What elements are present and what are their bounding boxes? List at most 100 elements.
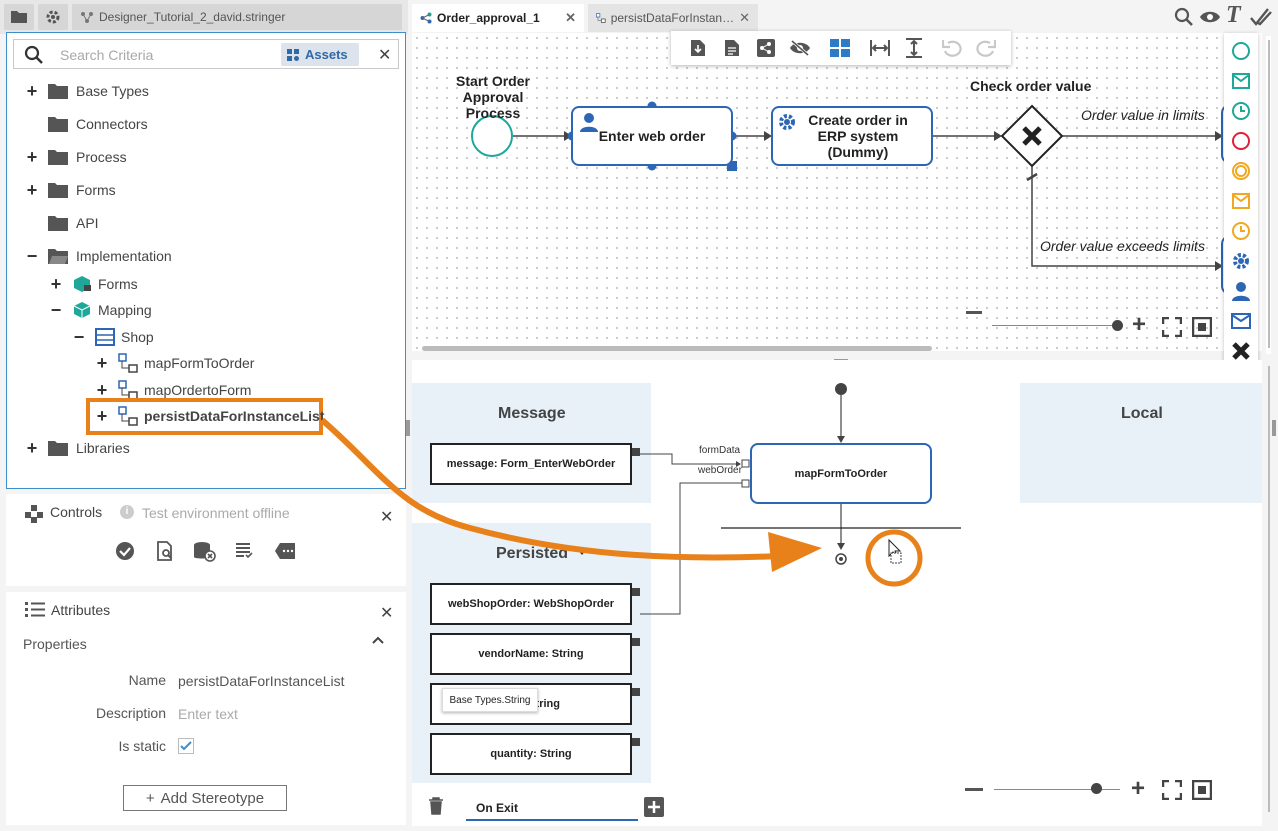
chevron-up-icon[interactable] bbox=[372, 636, 384, 644]
mapping-node-mapformtoorder[interactable]: mapFormToOrder bbox=[750, 443, 932, 504]
search-clear-icon[interactable]: ✕ bbox=[378, 47, 392, 64]
text-format-icon[interactable]: T bbox=[1226, 2, 1241, 28]
tab-on-exit[interactable]: On Exit bbox=[466, 797, 638, 821]
palette-end-event[interactable] bbox=[1230, 130, 1252, 152]
tree-item-persistdataforinstancelist[interactable]: + persistDataForInstanceList bbox=[96, 404, 325, 428]
persisted-field-webshoporder[interactable]: webShopOrder: WebShopOrder bbox=[430, 583, 640, 625]
palette-timer-start[interactable] bbox=[1230, 100, 1252, 122]
horizontal-scrollbar[interactable] bbox=[422, 346, 932, 351]
is-static-checkbox[interactable] bbox=[178, 738, 194, 754]
close-tab-icon[interactable]: ✕ bbox=[565, 10, 576, 25]
tab-persistdata[interactable]: persistDataForInstan… ✕ bbox=[588, 4, 758, 32]
distribute-horizontal-button[interactable] bbox=[863, 34, 897, 62]
expand-icon[interactable]: + bbox=[26, 438, 38, 458]
persisted-field-quantity[interactable]: quantity: String bbox=[430, 733, 640, 775]
tree-item-mapformtoorder[interactable]: + mapFormToOrder bbox=[96, 351, 254, 375]
expand-icon[interactable]: + bbox=[96, 406, 108, 426]
tree-item-api[interactable]: API bbox=[26, 211, 99, 235]
collapse-icon[interactable]: − bbox=[73, 327, 85, 347]
expand-icon[interactable]: + bbox=[96, 380, 108, 400]
expand-icon[interactable]: + bbox=[96, 353, 108, 373]
controls-close-icon[interactable]: ✕ bbox=[380, 509, 394, 526]
right-splitter-handle[interactable] bbox=[1272, 420, 1276, 436]
expand-icon[interactable]: + bbox=[26, 81, 38, 101]
search-input[interactable]: Search Criteria bbox=[60, 47, 154, 63]
mapping-zoom-out-icon[interactable] bbox=[965, 788, 983, 791]
add-tab-icon[interactable] bbox=[644, 797, 664, 817]
document-button[interactable] bbox=[715, 34, 749, 62]
log-icon[interactable] bbox=[234, 541, 254, 561]
palette-message-intermediate[interactable] bbox=[1230, 190, 1252, 212]
field-port[interactable] bbox=[632, 638, 640, 646]
assets-filter-button[interactable]: Assets bbox=[281, 43, 359, 66]
project-tab[interactable]: Designer_Tutorial_2_david.stringer bbox=[72, 4, 402, 30]
folder-button[interactable] bbox=[4, 4, 34, 30]
tree-item-mapping[interactable]: − Mapping bbox=[50, 298, 152, 322]
tree-item-implementation[interactable]: − Implementation bbox=[26, 244, 172, 268]
diagram-scroll-thumb[interactable] bbox=[1268, 40, 1270, 348]
attributes-close-icon[interactable]: ✕ bbox=[380, 605, 394, 622]
process-diagram[interactable]: Enter web order Create order in ERP syst… bbox=[412, 33, 1262, 351]
mapping-scroll-thumb[interactable] bbox=[1268, 366, 1270, 812]
add-stereotype-button[interactable]: + Add Stereotype bbox=[123, 785, 287, 811]
distribute-vertical-button[interactable] bbox=[897, 34, 931, 62]
tree-item-forms[interactable]: + Forms bbox=[26, 178, 116, 202]
zoom-search-icon[interactable] bbox=[1174, 7, 1194, 27]
tree-item-impl-forms[interactable]: + Forms bbox=[50, 272, 138, 296]
palette-exclusive-gateway[interactable] bbox=[1230, 340, 1252, 362]
mapping-zoom-thumb[interactable] bbox=[1091, 783, 1102, 794]
mapping-zoom-track[interactable] bbox=[994, 789, 1120, 790]
validate-icon[interactable] bbox=[114, 540, 136, 562]
left-splitter-handle[interactable] bbox=[406, 420, 410, 436]
tag-icon[interactable] bbox=[274, 542, 296, 560]
collapse-icon[interactable]: − bbox=[26, 246, 38, 266]
palette-timer-intermediate[interactable] bbox=[1230, 220, 1252, 242]
palette-intermediate-event[interactable] bbox=[1230, 160, 1252, 182]
expand-icon[interactable]: + bbox=[50, 274, 62, 294]
mapping-zoom-in-icon[interactable]: + bbox=[1131, 775, 1146, 802]
tree-item-shop[interactable]: − Shop bbox=[73, 325, 154, 349]
collapse-icon[interactable]: − bbox=[50, 300, 62, 320]
palette-user-task[interactable] bbox=[1230, 280, 1252, 302]
tree-item-process[interactable]: + Process bbox=[26, 145, 127, 169]
trash-icon[interactable] bbox=[428, 797, 444, 815]
tree-item-connectors[interactable]: Connectors bbox=[26, 112, 148, 136]
palette-message-start[interactable] bbox=[1230, 70, 1252, 92]
tree-item-base-types[interactable]: + Base Types bbox=[26, 79, 149, 103]
task-create-order[interactable]: Create order in ERP system (Dummy) bbox=[771, 106, 933, 166]
redo-button[interactable] bbox=[969, 34, 1003, 62]
tree-item-libraries[interactable]: + Libraries bbox=[26, 436, 130, 460]
persisted-field-vendorname[interactable]: vendorName: String bbox=[430, 633, 640, 675]
download-button[interactable] bbox=[681, 34, 715, 62]
fullscreen-icon[interactable] bbox=[1162, 317, 1182, 337]
palette-start-event[interactable] bbox=[1230, 40, 1252, 62]
mapping-fit-icon[interactable] bbox=[1192, 780, 1212, 800]
field-port[interactable] bbox=[632, 588, 640, 596]
properties-section[interactable]: Properties bbox=[23, 636, 87, 652]
zoom-in-icon[interactable]: + bbox=[1132, 311, 1147, 338]
search-icon[interactable] bbox=[24, 45, 44, 65]
double-check-icon[interactable] bbox=[1250, 6, 1272, 28]
expand-icon[interactable]: + bbox=[26, 180, 38, 200]
description-field[interactable]: Enter text bbox=[178, 706, 238, 722]
inspect-icon[interactable] bbox=[154, 540, 176, 562]
task-enter-web-order[interactable]: Enter web order bbox=[571, 106, 733, 166]
mapping-fullscreen-icon[interactable] bbox=[1162, 780, 1182, 800]
tab-order-approval[interactable]: Order_approval_1 ✕ bbox=[412, 4, 584, 32]
zoom-out-icon[interactable] bbox=[966, 311, 982, 314]
close-tab-icon[interactable]: ✕ bbox=[739, 10, 750, 25]
field-port[interactable] bbox=[632, 688, 640, 696]
settings-button[interactable] bbox=[38, 4, 68, 30]
palette-service-task[interactable] bbox=[1230, 250, 1252, 272]
mapping-editor[interactable]: Message Local Persisted message: Form_En… bbox=[412, 360, 1262, 826]
undo-button[interactable] bbox=[935, 34, 969, 62]
database-icon[interactable] bbox=[192, 540, 216, 562]
eye-icon[interactable] bbox=[1199, 9, 1221, 25]
expand-icon[interactable]: + bbox=[26, 147, 38, 167]
tree-item-mapordertoform[interactable]: + mapOrdertoForm bbox=[96, 378, 251, 402]
name-field[interactable]: persistDataForInstanceList bbox=[178, 673, 345, 689]
zoom-slider-thumb[interactable] bbox=[1112, 320, 1123, 331]
fit-icon[interactable] bbox=[1192, 317, 1212, 337]
hide-button[interactable] bbox=[783, 34, 817, 62]
layout-button[interactable] bbox=[823, 34, 857, 62]
